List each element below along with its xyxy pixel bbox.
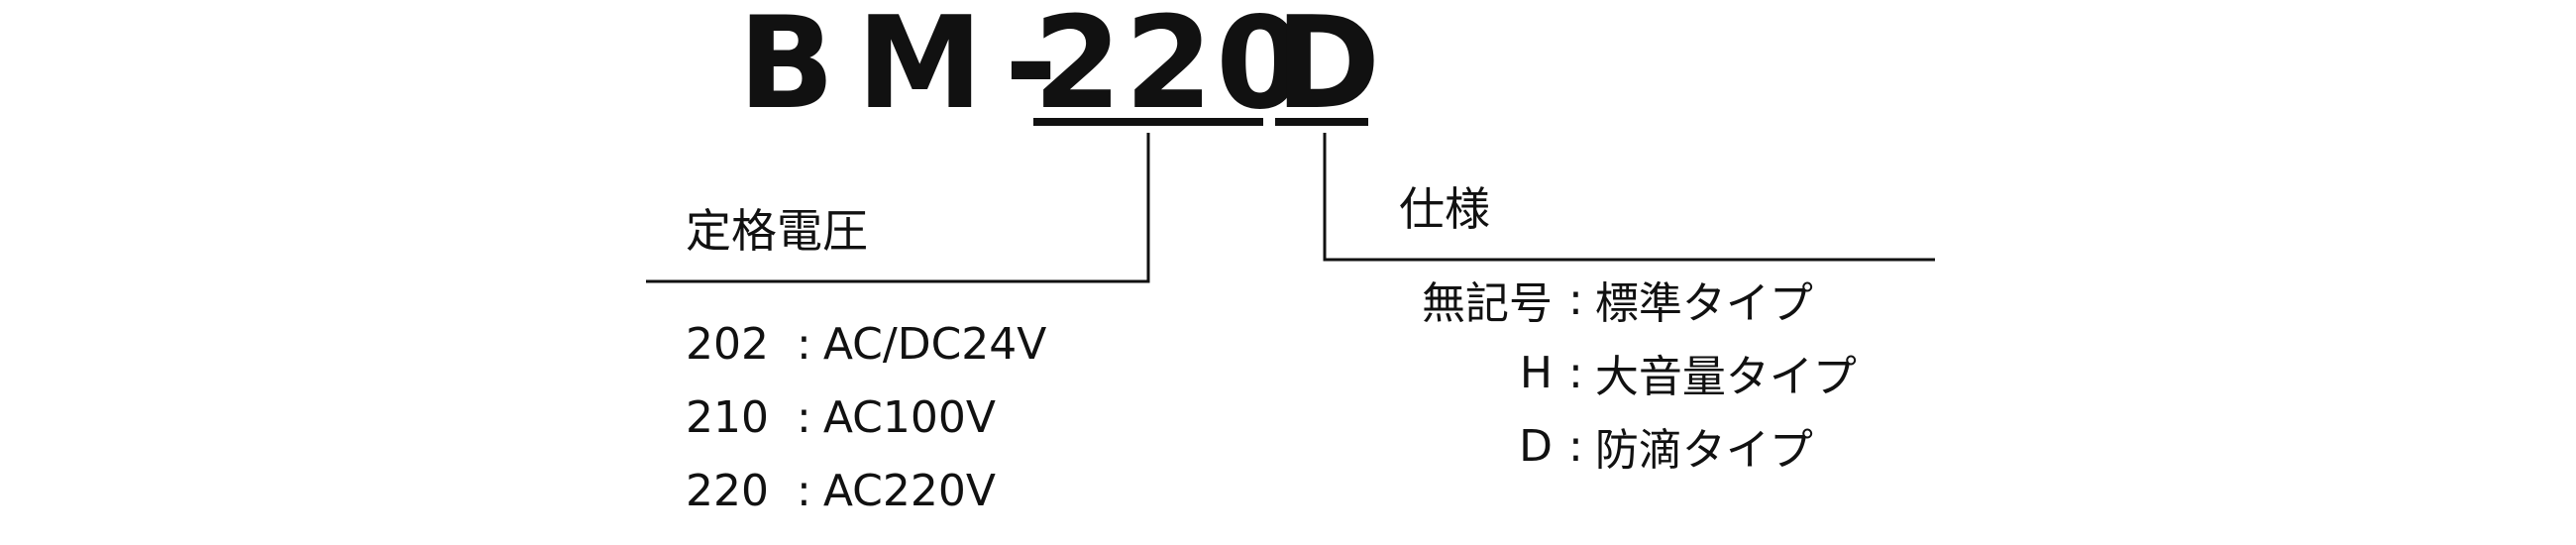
voltage-option: 220 : AC220V	[686, 462, 1046, 519]
voltage-connector-line	[646, 133, 1150, 283]
option-separator: :	[797, 465, 811, 516]
option-separator: :	[797, 391, 811, 443]
voltage-option-description: AC/DC24V	[822, 318, 1047, 370]
spec-option-code: H	[1519, 347, 1553, 398]
voltage-heading: 定格電圧	[686, 204, 868, 258]
spec-connector-line	[1323, 133, 1935, 262]
voltage-options-list: 202 : AC/DC24V 210 : AC100V 220 : AC220V	[686, 315, 1046, 535]
option-separator: :	[1568, 347, 1583, 398]
spec-option-description: 大音量タイプ	[1594, 352, 1857, 402]
option-separator: :	[797, 318, 811, 370]
voltage-option: 202 : AC/DC24V	[686, 315, 1046, 373]
spec-heading: 仕様	[1399, 182, 1490, 236]
voltage-option-description: AC220V	[822, 465, 996, 516]
voltage-option-description: AC100V	[822, 391, 996, 443]
model-voltage-code: 220	[1033, 0, 1308, 138]
spec-option: H : 大音量タイプ	[1399, 344, 1857, 403]
voltage-option-code: 202	[686, 318, 769, 370]
model-spec-code: D	[1275, 0, 1381, 138]
spec-option: D : 防滴タイプ	[1399, 417, 1857, 477]
voltage-option-code: 220	[686, 465, 769, 516]
spec-options-list: 無記号 : 標準タイプ H : 大音量タイプ D : 防滴タイプ	[1399, 271, 1857, 490]
option-separator: :	[1568, 420, 1583, 472]
voltage-option-code: 210	[686, 391, 769, 443]
spec-option-code: 無記号	[1422, 278, 1553, 329]
spec-option-description: 防滴タイプ	[1594, 425, 1813, 476]
model-prefix: BM-	[738, 0, 1080, 138]
spec-option-description: 標準タイプ	[1594, 278, 1813, 329]
spec-option-code: D	[1519, 420, 1553, 472]
voltage-option: 210 : AC100V	[686, 388, 1046, 446]
option-separator: :	[1568, 273, 1583, 325]
spec-option: 無記号 : 標準タイプ	[1399, 271, 1857, 330]
